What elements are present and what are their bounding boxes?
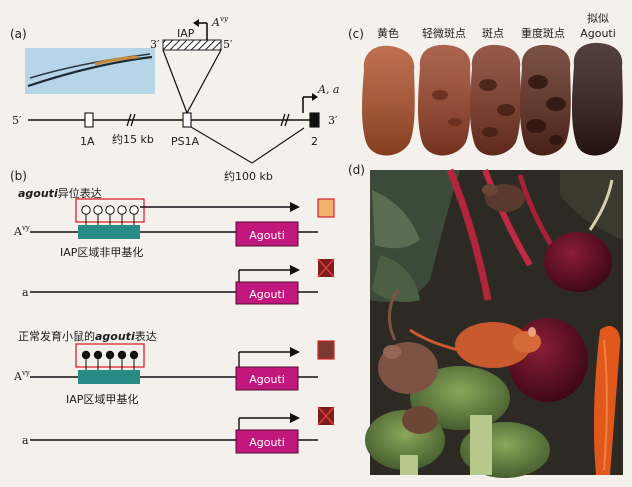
insertion-lines [162,49,222,115]
row1-agouti-box [235,221,299,247]
distance-15kb: 约15 kb [112,133,154,146]
iap-5prime: 5′ [223,38,233,51]
panel-d-label: (d) [348,163,365,177]
row4-promoter-arrow [238,413,300,430]
distance-100kb: 约100 kb [224,170,273,183]
gene-3prime: 3′ [328,114,338,127]
row2-agouti-label: Agouti [249,288,285,301]
panel-a: (a) IAP 3′ 5′ Avy 5′ 3′ [10,15,340,183]
panel-c: (c) 黄色 轻微斑点 斑点 重度斑点 拟似 Agouti [348,11,623,156]
break-mark-1 [126,113,136,127]
avy-promoter-arrow [193,19,208,40]
row3-methylated-cpg [81,350,139,370]
mice-vegetables-photo [365,168,623,478]
exon-2-label: 2 [311,135,318,148]
phenotype-mottled: 斑点 [482,27,504,40]
row1-arrowhead [290,202,300,212]
break-mark-2 [280,113,290,127]
panel-c-label: (c) [348,27,364,41]
row2-promoter-arrow [238,265,300,282]
row3-iap-caption: IAP区域甲基化 [66,392,138,406]
row3-allele: Avy [13,369,30,383]
mouse-slightly-mottled [418,44,471,156]
row2-agouti-box [235,281,299,305]
row4-no-expression-square [317,406,335,426]
panel-d: (d) [348,163,623,478]
panel-b-label: (b) [10,169,27,183]
exon-1a [84,112,94,128]
phenotype-pseudo: 拟似 [587,11,609,25]
a-label: A, a [317,83,340,96]
mouse-pseudo-agouti [572,42,623,156]
iap-label: IAP [177,27,195,40]
panel-a-label: (a) [10,27,27,41]
mouse-yellow [362,45,415,156]
exon-ps1a [182,112,192,128]
row3-agouti-label: Agouti [249,373,285,386]
a-promoter-arrow [302,93,318,113]
row4-agouti-box [235,429,299,454]
row3-agouti-box [235,366,299,391]
section1-title: agouti异位表达 [18,186,102,200]
row2-no-expression-square [317,258,335,278]
phenotype-agouti: Agouti [580,27,616,40]
exon-2 [309,112,320,128]
row1-allele: Avy [13,224,30,238]
phenotype-yellow: 黄色 [377,26,399,40]
iap-3prime: 3′ [150,38,160,51]
row1-unmethylated-cpg [81,205,139,225]
gene-5prime: 5′ [12,114,22,127]
avy-label: Avy [211,15,229,29]
row4-agouti-label: Agouti [249,436,285,449]
exon-1a-label: 1A [80,135,95,148]
phenotype-heavily-mottled: 重度斑点 [521,26,565,40]
row1-yellow-coat-square [317,198,335,218]
row1-iap-box [78,225,140,239]
mouse-heavily-mottled [520,44,571,156]
row1-iap-caption: IAP区域非甲基化 [60,245,143,259]
exon-ps1a-label: PS1A [171,135,200,148]
row2-allele: a [22,286,29,299]
mouse-mottled [470,44,521,156]
row3-promoter-arrow [238,347,300,367]
panel-b: (b) agouti异位表达 Avy Agouti IAP区域非甲基化 a Ag… [10,169,335,454]
row3-iap-box [78,370,140,384]
iap-element [162,39,222,51]
phenotype-slightly-mottled: 轻微斑点 [422,26,466,40]
hair-inset-image [25,48,155,94]
section2-title: 正常发育小鼠的agouti表达 [18,329,157,343]
row1-agouti-label: Agouti [249,229,285,242]
row3-brown-coat-square [317,340,335,360]
row4-allele: a [22,434,29,447]
splice-line [190,126,305,164]
